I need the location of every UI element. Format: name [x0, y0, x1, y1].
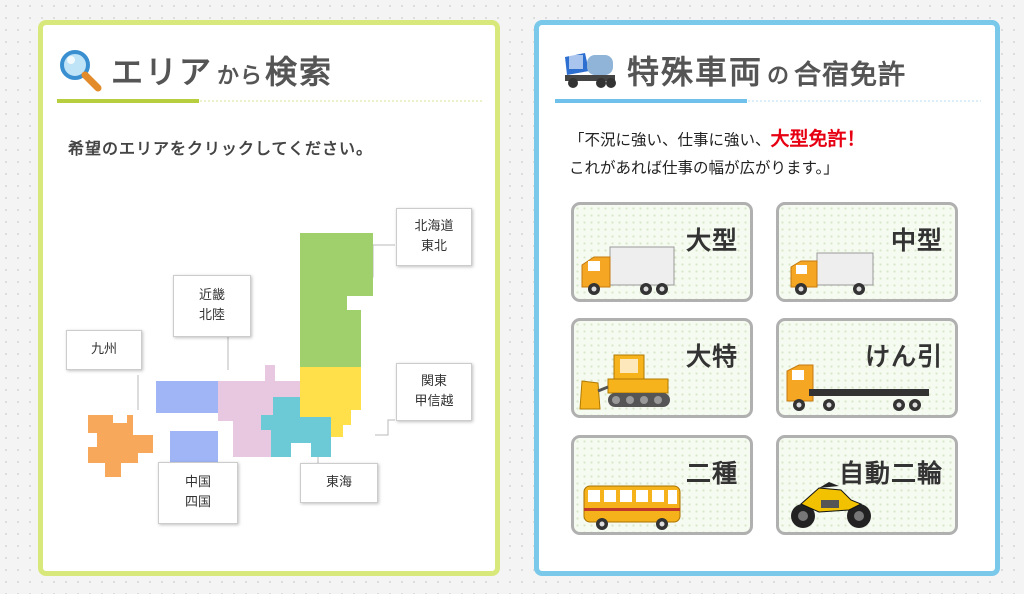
map-kyushu[interactable] — [88, 415, 153, 477]
license-button-medium[interactable]: 中型 — [776, 202, 958, 302]
region-button-kyushu[interactable]: 九州 — [66, 330, 142, 370]
region-label-line1: 関東 — [420, 374, 447, 389]
license-button-class2[interactable]: 二種 — [571, 435, 753, 535]
region-label-line2: 東北 — [420, 239, 447, 254]
license-label: 中型 — [890, 226, 943, 255]
region-label-line2: 四国 — [184, 495, 211, 510]
license-button-large[interactable]: 大型 — [571, 202, 753, 302]
license-intro-text: 「不況に強い、仕事に強い、大型免許！ これがあれば仕事の幅が広がります。」 — [569, 125, 989, 182]
magnifier-icon — [60, 50, 102, 92]
region-button-kanto-koshinetsu[interactable]: 関東 甲信越 — [396, 363, 472, 421]
region-button-tokai[interactable]: 東海 — [300, 463, 378, 503]
region-button-chugoku-shikoku[interactable]: 中国 四国 — [158, 462, 238, 524]
medium-truck-icon — [790, 252, 874, 295]
license-label: けん引 — [864, 342, 943, 371]
area-title-particle: から — [217, 64, 264, 89]
license-label: 大型 — [685, 226, 738, 255]
region-label-line1: 東海 — [325, 475, 352, 490]
region-label-line1: 九州 — [90, 342, 117, 357]
map-shikoku[interactable] — [170, 431, 218, 463]
special-license-panel: 特殊車両 の 合宿免許 「不況に強い、仕事に強い、大型免許！ これがあれば仕事の… — [534, 20, 1000, 576]
trailer-truck-icon — [786, 364, 929, 411]
license-title-underline — [555, 99, 981, 103]
map-hokkaido-tohoku[interactable] — [300, 233, 373, 296]
area-title-end: 検索 — [265, 53, 334, 91]
license-title-particle: の — [767, 64, 791, 89]
special-license-title: 特殊車両 の 合宿免許 — [561, 47, 906, 93]
region-button-kinki-hokuriku[interactable]: 近畿 北陸 — [173, 275, 251, 337]
intro-text-part1: 「不況に強い、仕事に強い、 — [569, 131, 771, 149]
map-tokai[interactable] — [261, 397, 331, 457]
area-search-title: エリア から 検索 — [57, 47, 333, 93]
intro-highlight: 大型免許！ — [770, 128, 866, 150]
large-truck-icon — [581, 246, 675, 295]
region-label-line1: 近畿 — [198, 288, 225, 303]
license-button-motorcycle[interactable]: 自動二輪 — [776, 435, 958, 535]
motorcycle-icon — [791, 482, 871, 528]
map-chugoku[interactable] — [156, 381, 218, 413]
map-kinki[interactable] — [218, 365, 300, 457]
region-label-line1: 中国 — [184, 475, 211, 490]
license-label: 二種 — [685, 459, 738, 488]
map-kanto[interactable] — [300, 367, 361, 437]
map-tohoku-south[interactable] — [300, 295, 361, 367]
area-search-panel: エリア から 検索 希望のエリアをクリックしてください。 北海道 東北 近畿 北… — [38, 20, 500, 576]
region-button-hokkaido-tohoku[interactable]: 北海道 東北 — [396, 208, 472, 266]
area-instruction-text: 希望のエリアをクリックしてください。 — [68, 139, 374, 158]
license-button-special-large[interactable]: 大特 — [571, 318, 753, 418]
region-label-line2: 北陸 — [198, 308, 225, 323]
license-button-towing[interactable]: けん引 — [776, 318, 958, 418]
mixer-truck-icon — [565, 53, 616, 88]
license-label: 大特 — [685, 342, 738, 371]
license-title-main: 特殊車両 — [627, 53, 764, 91]
area-title-main: エリア — [111, 53, 214, 91]
bus-icon — [583, 485, 681, 530]
bulldozer-icon — [579, 354, 670, 410]
intro-text-line2: これがあれば仕事の幅が広がります。」 — [569, 159, 839, 177]
region-label-line1: 北海道 — [414, 219, 454, 234]
japan-map — [88, 233, 395, 481]
license-title-end: 合宿免許 — [794, 59, 907, 91]
license-label: 自動二輪 — [838, 459, 943, 488]
area-title-underline — [57, 99, 483, 103]
region-label-line2: 甲信越 — [414, 394, 454, 409]
